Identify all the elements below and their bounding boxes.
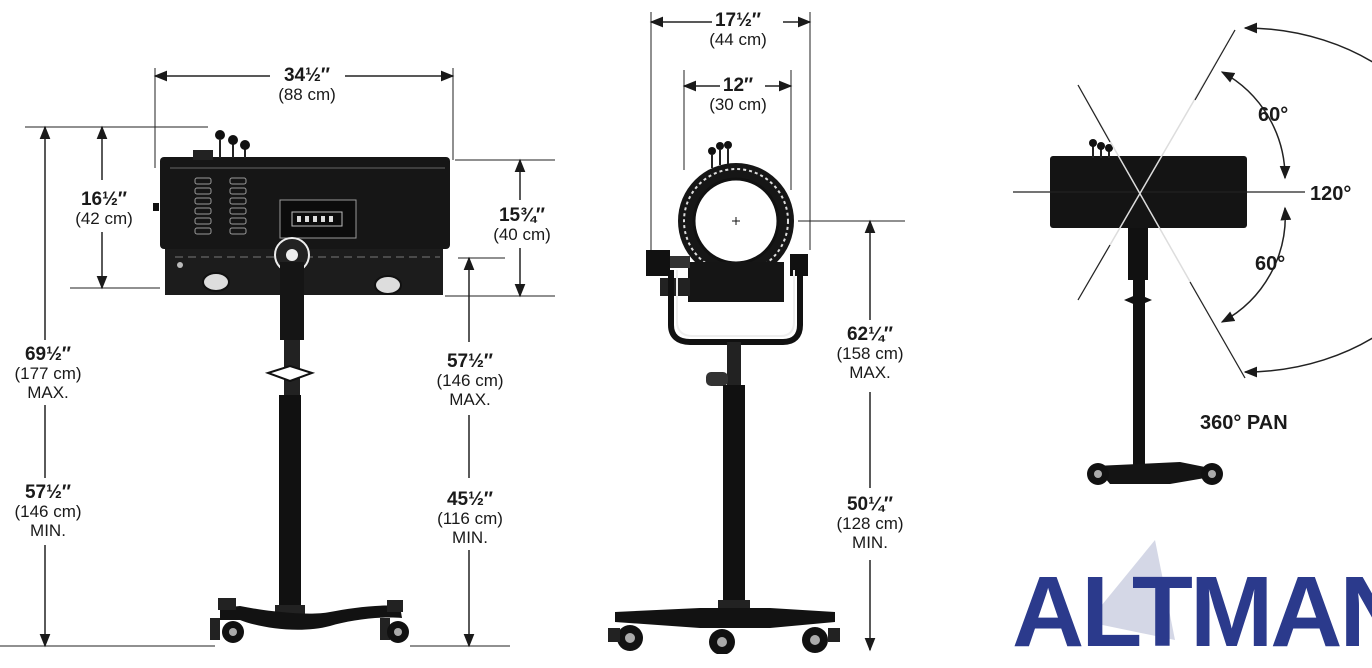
altman-logo: ALTMAN	[1012, 556, 1372, 668]
front-min-height-label: 50¼″ (128 cm) MIN.	[825, 495, 915, 552]
pan-label: 360° PAN	[1200, 412, 1288, 434]
max-height-total-qualifier: MAX.	[27, 383, 69, 402]
max-yoke-height-metric: (146 cm)	[436, 371, 504, 390]
max-yoke-height-imperial: 57½″	[446, 351, 494, 372]
front-max-height-qualifier: MAX.	[849, 363, 891, 382]
max-yoke-height-label: 57½″ (146 cm) MAX.	[425, 352, 515, 409]
body-height-metric: (42 cm)	[75, 209, 133, 228]
front-height-label: 15¾″ (40 cm)	[481, 206, 563, 244]
front-min-height-metric: (128 cm)	[836, 514, 904, 533]
side-view-drawing	[0, 68, 555, 648]
lens-width-label: 12″ (30 cm)	[697, 76, 779, 114]
front-max-height-imperial: 62¼″	[846, 324, 894, 345]
front-height-metric: (40 cm)	[493, 225, 551, 244]
front-height-imperial: 15¾″	[498, 205, 546, 226]
front-min-height-qualifier: MIN.	[852, 533, 888, 552]
overall-length-metric: (88 cm)	[278, 85, 336, 104]
lens-width-imperial: 12″	[722, 75, 754, 96]
body-height-imperial: 16½″	[80, 189, 128, 210]
min-yoke-height-metric: (116 cm)	[437, 509, 503, 528]
front-max-height-metric: (158 cm)	[836, 344, 904, 363]
body-height-label: 16½″ (42 cm)	[60, 190, 148, 228]
min-height-total-imperial: 57½″	[24, 482, 72, 503]
overall-width-imperial: 17½″	[714, 10, 762, 31]
min-yoke-height-label: 45½″ (116 cm) MIN.	[425, 490, 515, 547]
overall-length-imperial: 34½″	[283, 65, 331, 86]
min-yoke-height-imperial: 45½″	[446, 489, 494, 510]
tilt-pan-drawing	[1013, 22, 1372, 485]
overall-width-label: 17½″ (44 cm)	[697, 11, 779, 49]
tilt-up-label: 60°	[1258, 104, 1289, 126]
overall-length-label: 34½″ (88 cm)	[262, 66, 352, 104]
max-height-total-imperial: 69½″	[24, 344, 72, 365]
min-height-total-metric: (146 cm)	[14, 502, 82, 521]
front-max-height-label: 62¼″ (158 cm) MAX.	[825, 325, 915, 382]
front-view-drawing	[608, 12, 905, 654]
tilt-total-label: 120°	[1310, 183, 1352, 205]
lens-width-metric: (30 cm)	[709, 95, 767, 114]
technical-drawing	[0, 12, 1372, 654]
min-height-total-label: 57½″ (146 cm) MIN.	[3, 483, 93, 540]
min-height-total-qualifier: MIN.	[30, 521, 66, 540]
overall-width-metric: (44 cm)	[709, 30, 767, 49]
max-height-total-label: 69½″ (177 cm) MAX.	[3, 345, 93, 402]
max-yoke-height-qualifier: MAX.	[449, 390, 491, 409]
max-height-total-metric: (177 cm)	[14, 364, 82, 383]
front-min-height-imperial: 50¼″	[846, 494, 894, 515]
min-yoke-height-qualifier: MIN.	[452, 528, 488, 547]
tilt-down-label: 60°	[1255, 253, 1286, 275]
logo-accent-shape	[1088, 540, 1175, 640]
